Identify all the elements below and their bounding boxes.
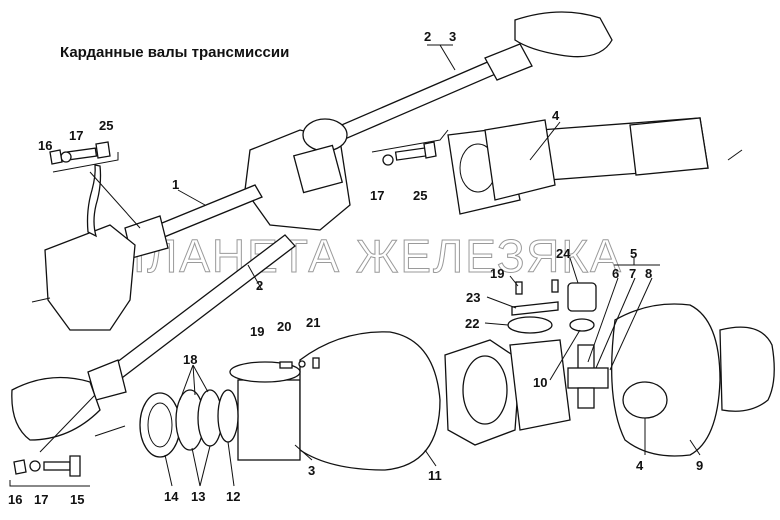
callout-24: 24 (556, 246, 571, 261)
callout-25-left: 25 (99, 118, 113, 133)
callout-1: 1 (172, 177, 179, 192)
bearing-12 (217, 389, 239, 443)
callout-15: 15 (70, 492, 84, 507)
callout-17-mid: 17 (370, 188, 384, 203)
splined-end (629, 117, 709, 176)
front-axle-housing (11, 376, 101, 441)
transfer-flange (302, 118, 348, 152)
callout-8: 8 (645, 266, 652, 281)
bracket-bottom-fasteners (9, 480, 90, 487)
nut-16-bottom (13, 459, 27, 475)
bolt-15 (43, 461, 71, 471)
bolt-15-head (69, 455, 81, 477)
callout-5: 5 (630, 246, 637, 261)
callout-10: 10 (533, 375, 547, 390)
seal-ring (569, 318, 595, 332)
flange-face (462, 355, 508, 425)
gearbox (44, 224, 136, 331)
gearbox-output-stub (31, 297, 51, 303)
callout-9: 9 (696, 458, 703, 473)
callout-4-bottom: 4 (636, 458, 644, 473)
watermark: ПЛАНЕТА ЖЕЛЕЗЯКА (112, 230, 623, 282)
yoke-lower (509, 339, 571, 431)
callout-11: 11 (428, 468, 442, 483)
callout-12: 12 (226, 489, 240, 504)
callout-20: 20 (277, 319, 291, 334)
callout-18: 18 (183, 352, 197, 367)
bracket-left-fasteners (52, 152, 119, 173)
right-flange (719, 326, 775, 412)
callout-2-top: 2 (424, 29, 431, 44)
lock-plate-23 (511, 301, 559, 316)
callout-17-bottom: 17 (34, 492, 48, 507)
upper-cv-joint (484, 43, 533, 81)
nut-16-left (49, 149, 63, 165)
gasket-22 (507, 316, 553, 334)
callout-2-shaft: 2 (256, 278, 263, 293)
bearing-cup-top (577, 344, 595, 370)
callout-14: 14 (164, 489, 179, 504)
ball-20 (298, 360, 306, 368)
bearing-cup-bottom (577, 387, 595, 409)
washer-17-mid (382, 154, 394, 166)
leader-bottom-fasteners (39, 394, 96, 453)
splined-sleeve-3 (237, 379, 301, 461)
callout-25-mid: 25 (413, 188, 427, 203)
callout-7: 7 (629, 266, 636, 281)
nut-14-bore (147, 402, 173, 448)
fitting-21 (312, 357, 320, 369)
leader-left-fasteners (89, 171, 141, 229)
bolt-19-a (515, 281, 523, 295)
bolt-19-b (551, 279, 559, 293)
diagram-title: Карданные валы трансмиссии (60, 44, 289, 61)
callout-22: 22 (465, 316, 479, 331)
callout-21: 21 (306, 315, 320, 330)
rear-axle-housing (514, 11, 613, 58)
washer-17-bottom (29, 460, 41, 472)
spider-cross (567, 367, 609, 389)
callout-3-bottom: 3 (308, 463, 315, 478)
yoke-4-ring (622, 381, 668, 419)
washer-17-left (60, 151, 72, 163)
callout-4-top: 4 (552, 108, 560, 123)
bolt-25-mid (394, 147, 428, 161)
bolt-head-mid (423, 141, 437, 159)
screw-19-low (279, 361, 293, 369)
boot-9 (611, 303, 721, 457)
arrow-assembly-right (727, 149, 743, 161)
callout-23: 23 (466, 290, 480, 305)
callout-16-bottom: 16 (8, 492, 22, 507)
bolt-25-left (66, 147, 98, 161)
callout-leaders (164, 44, 701, 487)
gear-lever (86, 164, 102, 238)
boot-11 (299, 331, 441, 471)
callout-6: 6 (612, 266, 619, 281)
callout-3-top: 3 (449, 29, 456, 44)
bracket-mid-fasteners (371, 129, 449, 153)
transfer-case-cover (292, 144, 344, 194)
callout-17-left: 17 (69, 128, 83, 143)
bolt-head-left (95, 141, 111, 159)
yoke-ears (484, 119, 556, 201)
arrow-assembly-left (94, 425, 126, 437)
callout-19-lower: 19 (250, 324, 264, 339)
callout-13: 13 (191, 489, 205, 504)
callout-16-left: 16 (38, 138, 52, 153)
callout-19-upper: 19 (490, 266, 504, 281)
cap-24 (567, 282, 597, 312)
